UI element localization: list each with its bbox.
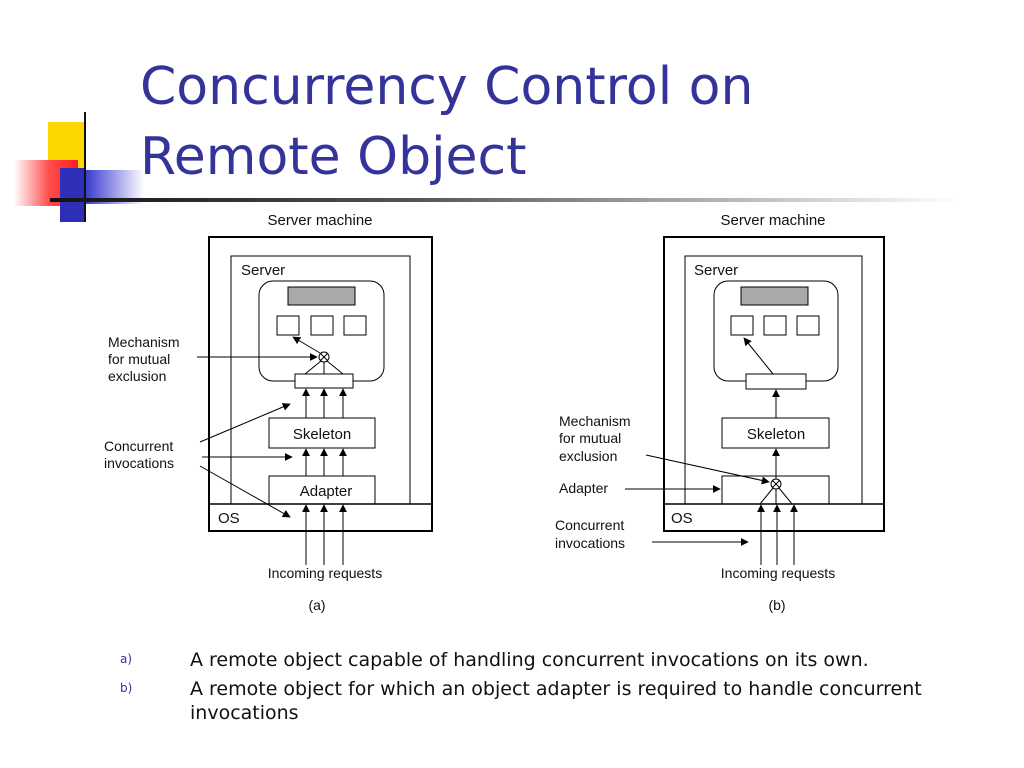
skeleton-label-a: Skeleton: [293, 426, 351, 443]
concurrent-pointer-a: [199, 403, 291, 443]
decorative-blue-block: [60, 168, 84, 222]
mechanism-label-a-line2: for mutual: [108, 351, 170, 367]
dispatch-to-method-arrow-b: [743, 337, 774, 375]
method-box-a: [276, 315, 300, 336]
mechanism-label-b-line3: exclusion: [559, 448, 617, 464]
mutex-cross-a: [320, 353, 328, 361]
object-state-a: [287, 286, 356, 306]
method-box-a: [310, 315, 334, 336]
dispatch-bar-a: [294, 373, 354, 389]
dispatch-line-a: [304, 360, 322, 375]
concurrent-label-b-line2: invocations: [555, 535, 625, 551]
server-machine-label-a: Server machine: [267, 212, 372, 229]
diagram-a: Server machine Server Skeleton Adapter O…: [104, 212, 433, 613]
caption-marker: a): [120, 652, 133, 666]
decorative-vertical-line: [84, 112, 86, 222]
diagram-b: Server machine Server Skeleton OS Incomi…: [555, 212, 885, 613]
slide-title-line-1: Concurrency Control on: [140, 57, 754, 117]
method-box-b: [730, 315, 754, 336]
title-underline: [50, 198, 960, 202]
mutex-to-method-arrow-a: [292, 336, 321, 354]
concurrent-label-a-line1: Concurrent: [104, 438, 173, 454]
os-label-a: OS: [218, 510, 240, 527]
server-machine-box-a: [208, 236, 433, 532]
concurrent-pointer-a: [199, 465, 291, 518]
skeleton-box-a: [268, 417, 376, 449]
mechanism-pointer-b: [645, 454, 770, 485]
subfigure-label-b: (b): [768, 597, 785, 613]
adapter-callout-label-b: Adapter: [559, 480, 608, 496]
concurrent-label-b-line1: Concurrent: [555, 517, 624, 533]
method-box-b: [796, 315, 820, 336]
mechanism-label-a-line3: exclusion: [108, 368, 166, 384]
adapter-funnel-line-b: [778, 487, 793, 505]
slide-title-line-2: Remote Object: [140, 127, 527, 187]
caption-text: A remote object capable of handling conc…: [190, 649, 869, 671]
caption-marker: b): [120, 681, 133, 695]
object-state-b: [740, 286, 809, 306]
dispatch-line-a: [326, 360, 344, 375]
os-label-b: OS: [671, 510, 693, 527]
method-box-b: [763, 315, 787, 336]
server-machine-label-b: Server machine: [720, 212, 825, 229]
subfigure-label-a: (a): [308, 597, 325, 613]
dispatch-bar-b: [745, 373, 807, 390]
mechanism-label-b-line2: for mutual: [559, 430, 621, 446]
mutex-cross-b: [772, 480, 780, 488]
slide-title: Concurrency Control on Remote Object: [140, 52, 753, 192]
incoming-requests-label-a: Incoming requests: [268, 565, 382, 581]
method-box-a: [343, 315, 367, 336]
incoming-requests-label-b: Incoming requests: [721, 565, 835, 581]
caption-text: A remote object for which an object adap…: [190, 678, 922, 724]
adapter-label-a: Adapter: [300, 483, 353, 500]
server-machine-box-b: [663, 236, 885, 532]
mechanism-label-b-line1: Mechanism: [559, 413, 631, 429]
mechanism-label-a-line1: Mechanism: [108, 334, 180, 350]
skeleton-label-b: Skeleton: [747, 426, 805, 443]
server-label-b: Server: [694, 262, 738, 279]
adapter-funnel-line-b: [759, 487, 774, 505]
server-label-a: Server: [241, 262, 285, 279]
concurrent-label-a-line2: invocations: [104, 455, 174, 471]
